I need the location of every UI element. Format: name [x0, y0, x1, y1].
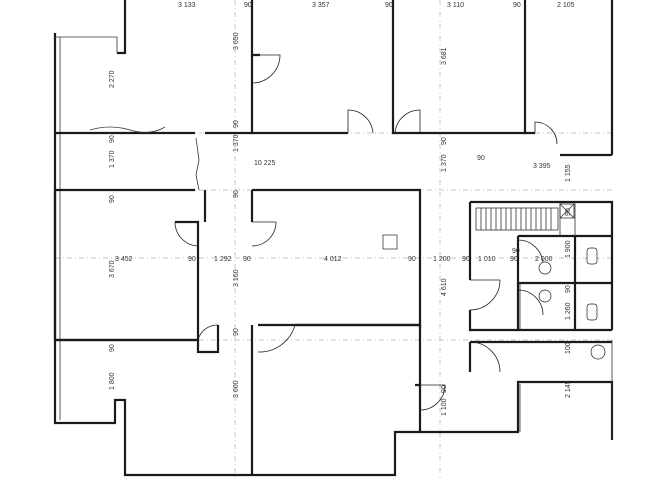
dim-corridor-width-right: 1 370: [441, 154, 448, 172]
dim-wall: 90: [233, 328, 240, 336]
dim-wall: 90: [512, 248, 520, 255]
dim-passage-depth: 3 160: [233, 269, 240, 287]
dim-corridor-width-mid: 1 370: [233, 134, 240, 152]
dim-wc-2-depth: 1 260: [565, 302, 572, 320]
dim-room-top-4-width: 2 105: [557, 2, 575, 9]
dimension-labels: 3 133 90 3 357 90 3 110 90 2 105 2 270 3…: [109, 2, 575, 416]
dim-wall: 90: [109, 195, 116, 203]
dim-room-top-3-depth: 3 681: [441, 47, 448, 65]
dim-room-bottom-left-depth: 1 800: [109, 372, 116, 390]
dim-room-top-1-depth: 2 270: [109, 70, 116, 88]
dim-room-top-1-width: 3 133: [178, 2, 196, 9]
dim-entry-depth: 1 100: [441, 398, 448, 416]
dim-hall-width: 1 200: [433, 256, 451, 263]
dim-wall: 90: [565, 285, 572, 293]
dim-passage-width: 1 292: [214, 256, 232, 263]
dim-wall: 90: [510, 256, 518, 263]
dim-room-mid-left-width: 3 452: [115, 256, 133, 263]
dim-room-top-3-width: 3 110: [447, 2, 464, 9]
dim-wall: 90: [233, 120, 240, 128]
dim-wall: 90: [441, 137, 448, 145]
dim-wall: 90: [441, 385, 448, 393]
dim-corridor-width-left: 1 370: [109, 150, 116, 168]
dim-wall: 90: [565, 208, 572, 216]
dim-room-bottom-right-depth: 2 145: [565, 380, 572, 398]
dim-wall: 90: [109, 135, 116, 143]
dim-room-top-2-depth: 3 650: [233, 32, 240, 50]
dim-wall: 90: [244, 2, 252, 9]
dim-wall: 90: [109, 344, 116, 352]
dim-hall-depth: 4 610: [441, 278, 448, 296]
dim-room-top-2-width: 3 357: [312, 2, 330, 9]
dim-corridor-length: 10 225: [254, 160, 276, 167]
dim-wall: 90: [188, 256, 196, 263]
dim-wall: 90: [243, 256, 251, 263]
axis-lines: [55, 0, 615, 480]
dim-wall: 90: [462, 256, 470, 263]
dim-wall: 90: [385, 2, 393, 9]
dim-room-mid-left-depth: 3 670: [109, 260, 116, 278]
dim-wc-1-depth: 1 900: [565, 240, 572, 258]
dim-corridor-east-width: 3 395: [533, 163, 551, 170]
sketch-marks: [89, 126, 200, 191]
dim-wall: 90: [233, 190, 240, 198]
fixtures: [382, 234, 606, 360]
dim-wall: 100: [565, 342, 572, 354]
dim-wall: 90: [477, 155, 485, 162]
doors: [174, 54, 558, 411]
dim-wc-lobby-width: 1 010: [478, 256, 496, 263]
dim-wc-width: 2 000: [535, 256, 553, 263]
dim-wall: 90: [513, 2, 521, 9]
dim-wall: 90: [408, 256, 416, 263]
dim-room-mid-center-width: 4 012: [324, 256, 342, 263]
dim-room-bottom-center-depth: 3 600: [233, 380, 240, 398]
walls: [53, 0, 614, 477]
stairs: [475, 203, 575, 231]
dim-corridor-east-depth: 1 155: [565, 164, 572, 182]
